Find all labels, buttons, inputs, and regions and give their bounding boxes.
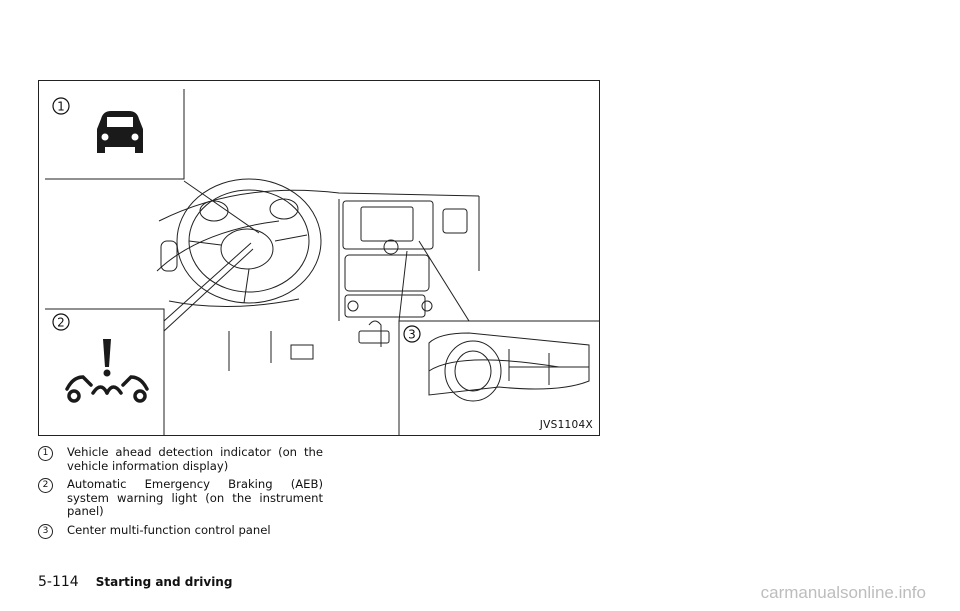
section-title: Starting and driving	[95, 575, 233, 589]
callout-3	[403, 325, 421, 343]
callout-label-3: 3	[408, 328, 416, 342]
legend-text: Vehicle ahead detection indicator (on th…	[67, 445, 323, 473]
exclamation-icon	[103, 339, 111, 377]
dashboard-drawing: 1 2 3	[45, 89, 599, 435]
figure-code: JVS1104X	[539, 419, 593, 431]
legend-text: Automatic Emergency Braking (AEB) system…	[67, 477, 323, 518]
callout-label-2: 2	[57, 316, 65, 330]
aeb-warning-icon	[65, 375, 149, 403]
legend-number: 3	[38, 523, 53, 539]
legend-number: 1	[38, 446, 53, 461]
page-footer: 5-114 Starting and driving	[38, 571, 232, 590]
callout-label-1: 1	[57, 100, 65, 114]
callout-1	[52, 97, 70, 115]
page-number: 5-114	[38, 574, 79, 590]
callout-2	[52, 313, 70, 331]
legend-text: Center multi-function control panel	[67, 522, 271, 537]
figure-illustration: 1 2 3 JVS1104X	[38, 80, 600, 436]
legend-item: 2 Automatic Emergency Braking (AEB) syst…	[38, 477, 338, 519]
watermark-link[interactable]: carmanualsonline.info	[760, 583, 926, 602]
legend-item: 3 Center multi-function control panel	[38, 522, 338, 539]
legend-list: 1 Vehicle ahead detection indicator (on …	[38, 445, 338, 544]
legend-number: 2	[38, 478, 53, 493]
legend-item: 1 Vehicle ahead detection indicator (on …	[38, 445, 338, 473]
car-icon	[97, 111, 143, 153]
